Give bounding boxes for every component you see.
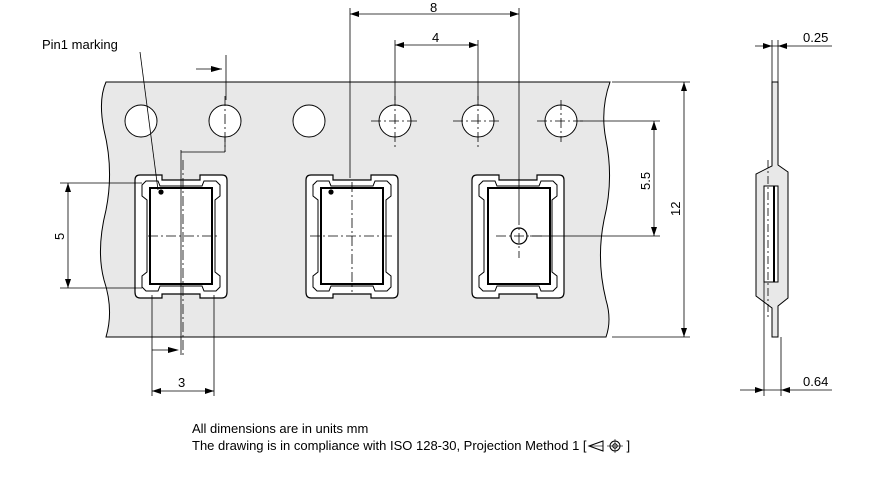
drawing-notes: All dimensions are in units mm The drawi… (192, 420, 630, 454)
compliance-text: The drawing is in compliance with ISO 12… (192, 438, 587, 453)
compliance-suffix: ] (626, 438, 631, 453)
compliance-note: The drawing is in compliance with ISO 12… (192, 437, 630, 454)
pitch-4-label: 4 (432, 30, 439, 45)
pin1-dot (158, 189, 164, 195)
thickness-0-64-label: 0.64 (803, 374, 828, 389)
dim-5-label: 5 (52, 233, 67, 240)
sprocket-hole (124, 104, 158, 138)
dimension-lines (60, 8, 690, 396)
dim-5-5-label: 5.5 (638, 172, 653, 190)
thickness-0-25-label: 0.25 (803, 30, 828, 45)
side-view (740, 40, 832, 396)
units-note: All dimensions are in units mm (192, 421, 369, 436)
pin1-dot (328, 189, 334, 195)
pocket-right (471, 174, 565, 299)
sprocket-hole (292, 104, 326, 138)
dim-3-label: 3 (178, 375, 185, 390)
dim-12-label: 12 (668, 202, 683, 216)
pitch-8-label: 8 (430, 0, 437, 15)
pin1-marking-label: Pin1 marking (42, 37, 118, 52)
first-angle-projection-icon (587, 439, 623, 453)
